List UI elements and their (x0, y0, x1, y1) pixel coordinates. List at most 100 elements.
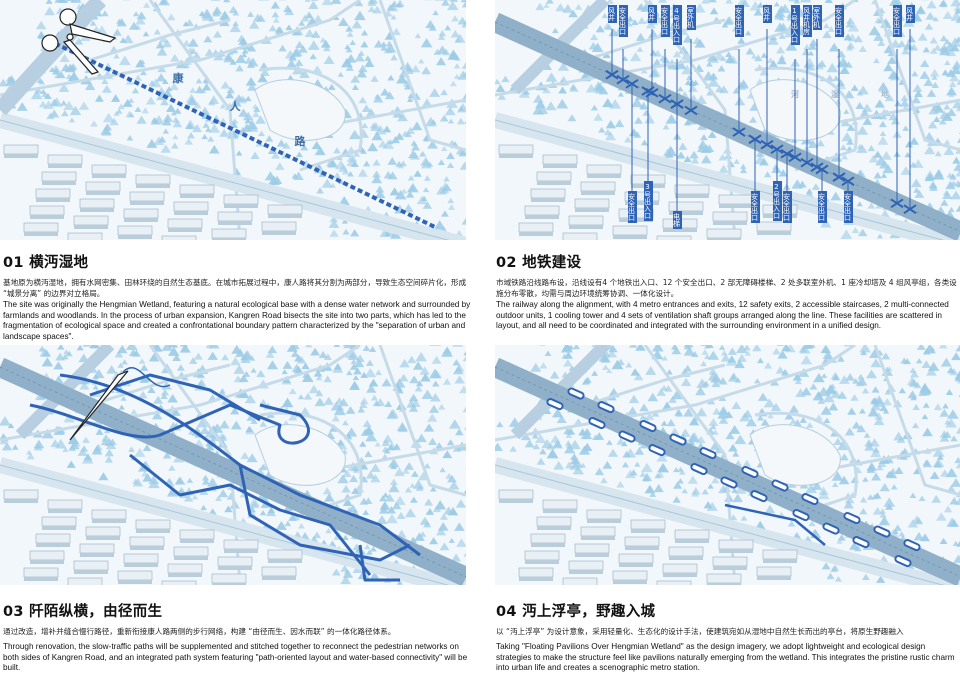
tree-icon (743, 460, 752, 467)
tree-icon (119, 56, 131, 66)
tree-icon (464, 119, 466, 124)
building-shadow (74, 570, 108, 574)
tree-icon (701, 155, 712, 164)
tree-icon (829, 43, 840, 52)
tree-icon (143, 2, 150, 8)
tree-icon (877, 234, 883, 239)
tree-icon (832, 565, 840, 571)
tree-icon (822, 562, 831, 569)
tree-icon (951, 352, 960, 360)
tree-icon (913, 84, 923, 92)
tree-icon (830, 192, 841, 201)
tree-icon (539, 362, 547, 368)
tree-icon (443, 176, 450, 181)
tree-icon (236, 150, 243, 155)
tree-icon (420, 517, 430, 525)
tree-icon (331, 0, 342, 4)
tree-icon (358, 50, 365, 55)
tree-icon (251, 368, 257, 373)
tree-icon (0, 416, 11, 426)
building-shadow (663, 573, 697, 577)
tree-icon (593, 113, 603, 121)
tree-icon (464, 550, 466, 557)
building (24, 223, 58, 232)
tree-icon (364, 544, 370, 549)
tree-icon (346, 406, 356, 414)
tree-icon (189, 87, 196, 93)
tree-icon (570, 453, 578, 460)
tree-icon (845, 428, 855, 436)
tree-icon (707, 484, 713, 489)
tree-icon (194, 353, 203, 360)
tree-icon (54, 0, 65, 3)
building (531, 189, 565, 198)
tree-icon (432, 10, 438, 15)
tree-icon (871, 473, 881, 481)
tree-icon (823, 23, 830, 28)
tree-icon (546, 72, 558, 81)
tree-icon (376, 515, 387, 524)
tree-icon (366, 360, 374, 366)
tree-icon (325, 528, 332, 533)
tree-icon (213, 30, 222, 37)
building (118, 571, 152, 580)
tree-icon (857, 201, 863, 206)
building (118, 226, 152, 235)
tree-icon (333, 147, 341, 153)
tree-icon (156, 73, 166, 81)
tree-icon (728, 372, 740, 381)
building-shadow (569, 225, 603, 229)
tree-icon (602, 461, 612, 469)
tree-icon (221, 81, 230, 89)
tree-icon (289, 388, 297, 394)
building-shadow (499, 154, 533, 158)
building-shadow (613, 580, 647, 584)
building (218, 212, 252, 221)
tree-icon (252, 104, 258, 109)
tree-icon (606, 440, 612, 445)
section-text-en: The railway along the alignment, with 4 … (496, 300, 958, 332)
tree-icon (332, 415, 340, 422)
building-shadow (174, 556, 208, 560)
section-text-cn: 基地原为横沔湿地，拥有水网密集、田林环绕的自然生态基底。在城市拓展过程中，康人路… (3, 277, 473, 299)
tree-icon (956, 204, 960, 212)
tree-icon (943, 190, 950, 195)
tree-icon (647, 393, 658, 402)
tree-icon (939, 409, 949, 417)
tree-icon (495, 79, 501, 85)
tree-icon (535, 434, 546, 443)
tree-icon (539, 345, 545, 346)
tree-icon (859, 408, 866, 413)
tree-icon (425, 117, 437, 127)
tree-icon (946, 518, 958, 527)
building (36, 189, 70, 198)
tree-icon (235, 65, 243, 72)
tree-icon (754, 378, 760, 383)
tree-icon (409, 394, 419, 402)
tree-icon (608, 449, 618, 457)
tree-icon (840, 453, 849, 460)
tree-icon (746, 48, 755, 55)
facility-callout-label: 电梯 (673, 211, 682, 229)
tree-icon (575, 4, 582, 10)
tree-icon (858, 229, 867, 237)
tree-icon (956, 345, 960, 351)
tree-icon (806, 422, 813, 428)
tree-icon (188, 38, 199, 47)
tree-icon (657, 463, 669, 472)
tree-icon (695, 387, 706, 396)
tree-icon (940, 199, 948, 205)
tree-icon (925, 23, 933, 30)
tree-icon (944, 506, 953, 513)
tree-icon (728, 444, 738, 452)
building (68, 578, 102, 585)
tree-icon (282, 369, 288, 374)
section-01: 01 横沔湿地 基地原为横沔湿地，拥有水网密集、田林环绕的自然生态基底。在城市拓… (3, 251, 473, 342)
building (130, 537, 164, 546)
tree-icon (862, 574, 870, 580)
tree-icon (880, 483, 890, 491)
tree-icon (438, 30, 446, 36)
tree-icon (910, 493, 917, 498)
tree-icon (459, 385, 466, 393)
tree-icon (858, 86, 869, 95)
